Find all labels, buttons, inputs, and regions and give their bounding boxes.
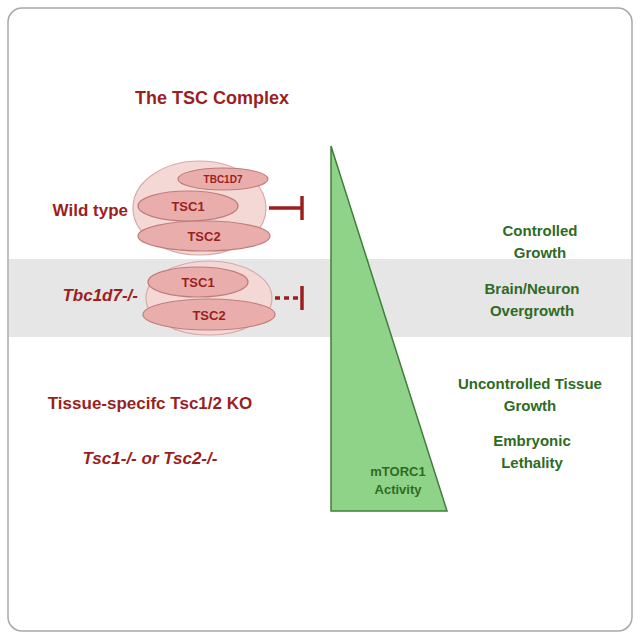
axis-label: mTORC1 Activity [358, 463, 438, 499]
genotype-label: Wild type [20, 200, 128, 222]
subunit-ellipse: TSC1 [147, 266, 249, 298]
subunit-ellipse: TBC1D7 [177, 167, 269, 191]
triangle-outline [331, 146, 447, 511]
genotype-label: Tissue-specifc Tsc1/2 KO [10, 393, 290, 415]
complex-ellipse: The TSC ComplexTBC1D7TSC1TSC2 [132, 160, 267, 256]
inhibition-connector [275, 296, 302, 300]
ellipse-outline [178, 168, 268, 190]
ellipse-outline [148, 267, 248, 297]
outer-frame [8, 8, 632, 631]
outcome-label: Brain/Neuron Overgrowth [457, 278, 607, 322]
ellipse-outline [138, 221, 270, 251]
complex-heading: The TSC Complex [112, 88, 312, 109]
subunit-name: TSC2 [137, 229, 271, 244]
subunit-name: TSC1 [137, 199, 239, 214]
genotype-label: Tsc1-/- or Tsc2-/- [10, 448, 290, 470]
outcome-label: Embryonic Lethality [462, 430, 602, 474]
subunit-name: TBC1D7 [177, 174, 269, 185]
activity-triangle: mTORC1 Activity [330, 145, 448, 512]
subunit-name: TSC2 [142, 307, 276, 322]
outcome-label: Controlled Growth [475, 220, 605, 264]
complex-ellipse: Tbc1d7-/-TSC1TSC2 [145, 260, 273, 336]
subunit-ellipse: TSC2 [142, 298, 276, 331]
activity-triangle-outline [330, 145, 448, 512]
highlight-band [9, 259, 631, 337]
subunit-ellipse: TSC1 [137, 190, 239, 222]
ellipse-outline [138, 191, 238, 221]
outcome-label: Uncontrolled Tissue Growth [455, 373, 605, 417]
ellipse-outline [143, 299, 275, 330]
inhibition-connector [269, 206, 302, 210]
complex-heading: Tbc1d7-/- [10, 286, 138, 306]
subunit-ellipse: TSC2 [137, 220, 271, 252]
subunit-name: TSC1 [147, 275, 249, 290]
